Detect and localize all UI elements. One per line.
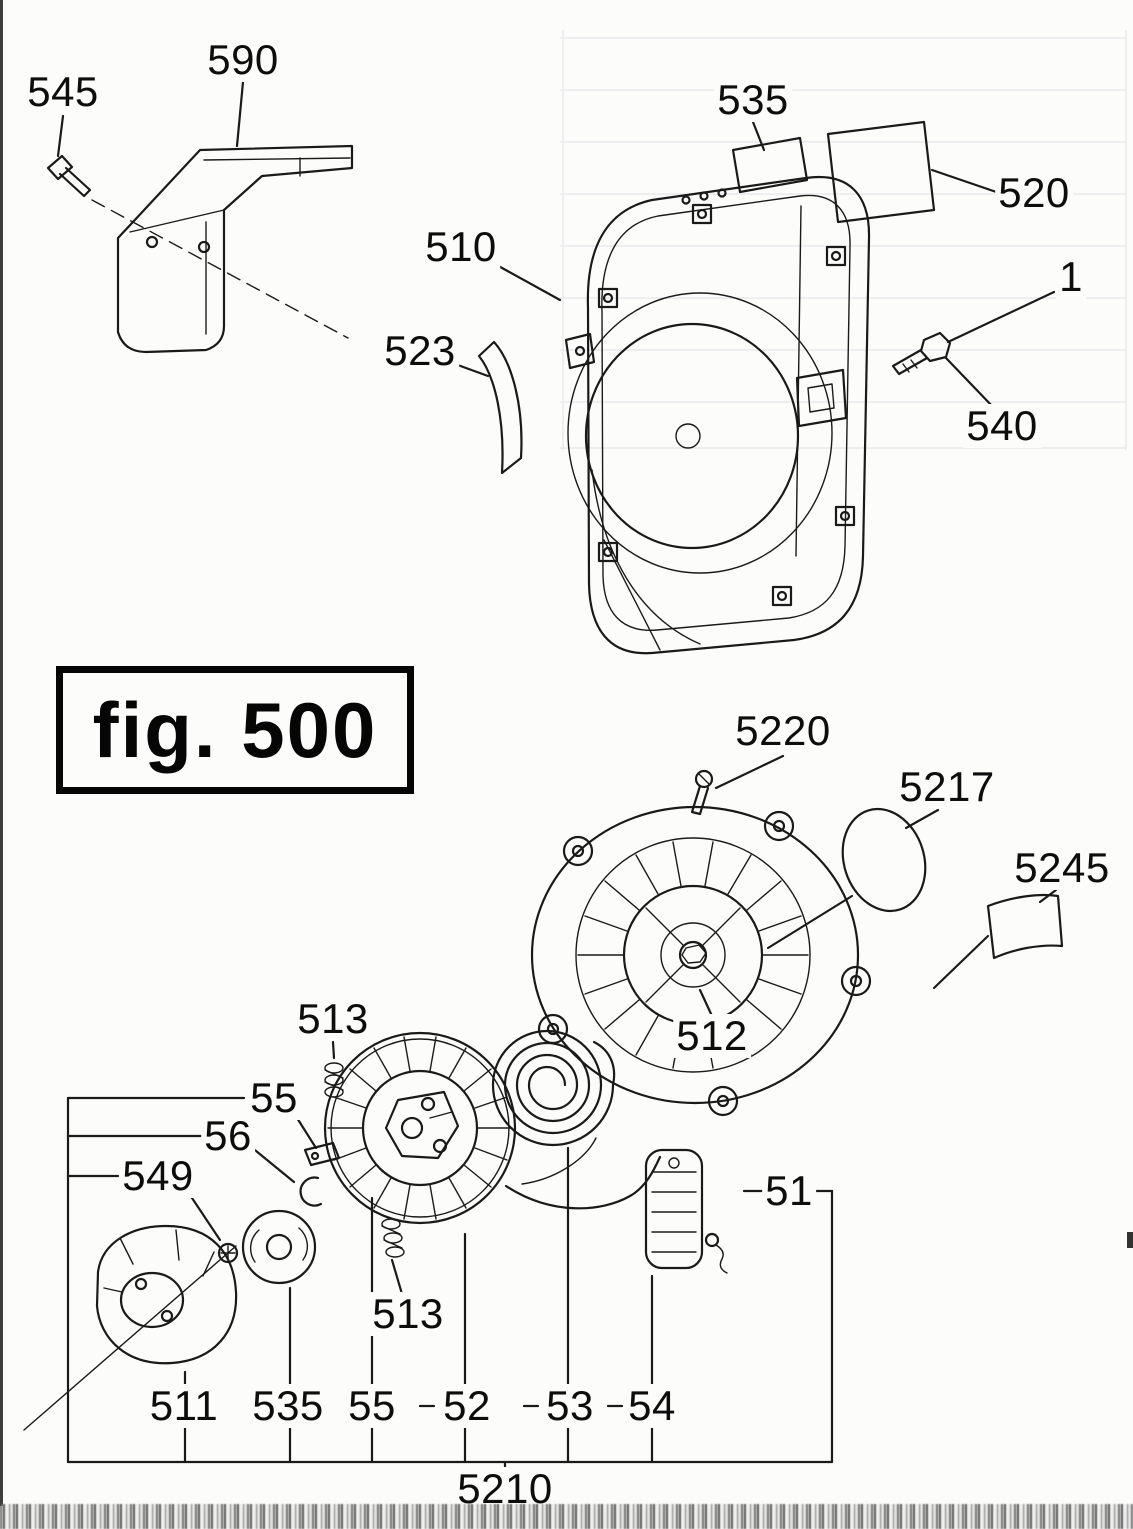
bracket-lines <box>66 1096 834 1470</box>
part-label-540: 540 <box>963 404 1041 448</box>
spiral-spring-drawing <box>491 1029 616 1147</box>
figure-number-box: fig. 500 <box>56 666 414 794</box>
part-label-56: 56 <box>201 1114 255 1158</box>
part-label-590: 590 <box>204 38 282 82</box>
scan-footer-strip <box>0 1504 1133 1529</box>
part-label-513-upper: 513 <box>294 997 372 1041</box>
part-label-54: 54 <box>625 1384 679 1428</box>
part-label-535-top: 535 <box>714 78 792 122</box>
small-parts-drawing <box>299 1062 405 1258</box>
part-label-5210: 5210 <box>454 1467 556 1511</box>
part-label-55-mid: 55 <box>247 1076 301 1120</box>
part-label-52: 52 <box>440 1384 494 1428</box>
figure-title: fig. 500 <box>92 685 378 774</box>
recoil-housing-512-drawing <box>530 805 872 1117</box>
part-label-520: 520 <box>995 171 1073 215</box>
part-label-5217: 5217 <box>896 765 998 809</box>
starter-cup-511-drawing <box>23 1224 238 1431</box>
bolt-545-drawing <box>46 154 349 339</box>
part-label-549: 549 <box>119 1154 197 1198</box>
part-label-511: 511 <box>146 1384 222 1428</box>
ratchet-parts-drawing <box>217 1209 317 1285</box>
part-label-5220: 5220 <box>732 709 834 753</box>
part-label-513-lower: 513 <box>369 1292 447 1336</box>
pulley-drawing <box>323 1031 517 1225</box>
part-label-53: 53 <box>543 1384 597 1428</box>
fan-housing-510-drawing <box>564 175 871 655</box>
part-label-545: 545 <box>24 70 102 114</box>
part-label-1: 1 <box>1056 255 1086 299</box>
plate-520-drawing <box>826 120 936 224</box>
cover-590-drawing <box>116 144 354 354</box>
pulley-fins <box>327 1036 513 1220</box>
part-label-535-bottom: 535 <box>249 1384 327 1428</box>
bolt-540-drawing <box>891 331 952 376</box>
oval-5217-drawing <box>841 807 927 913</box>
part-label-512: 512 <box>673 1014 751 1058</box>
part-label-5245: 5245 <box>1011 846 1113 890</box>
scan-edge-mark <box>1127 1232 1133 1248</box>
part-label-55-bottom: 55 <box>345 1384 399 1428</box>
seal-5245-drawing <box>986 893 1064 960</box>
part-label-510: 510 <box>422 225 500 269</box>
rope-handle-drawing <box>504 1137 728 1274</box>
scan-edge-line <box>0 0 3 1506</box>
bolt-5220-drawing <box>690 769 714 816</box>
plate-535-drawing <box>731 136 809 194</box>
part-label-51: 51 <box>762 1169 816 1213</box>
seal-523-drawing <box>477 340 523 475</box>
part-label-523: 523 <box>381 329 459 373</box>
